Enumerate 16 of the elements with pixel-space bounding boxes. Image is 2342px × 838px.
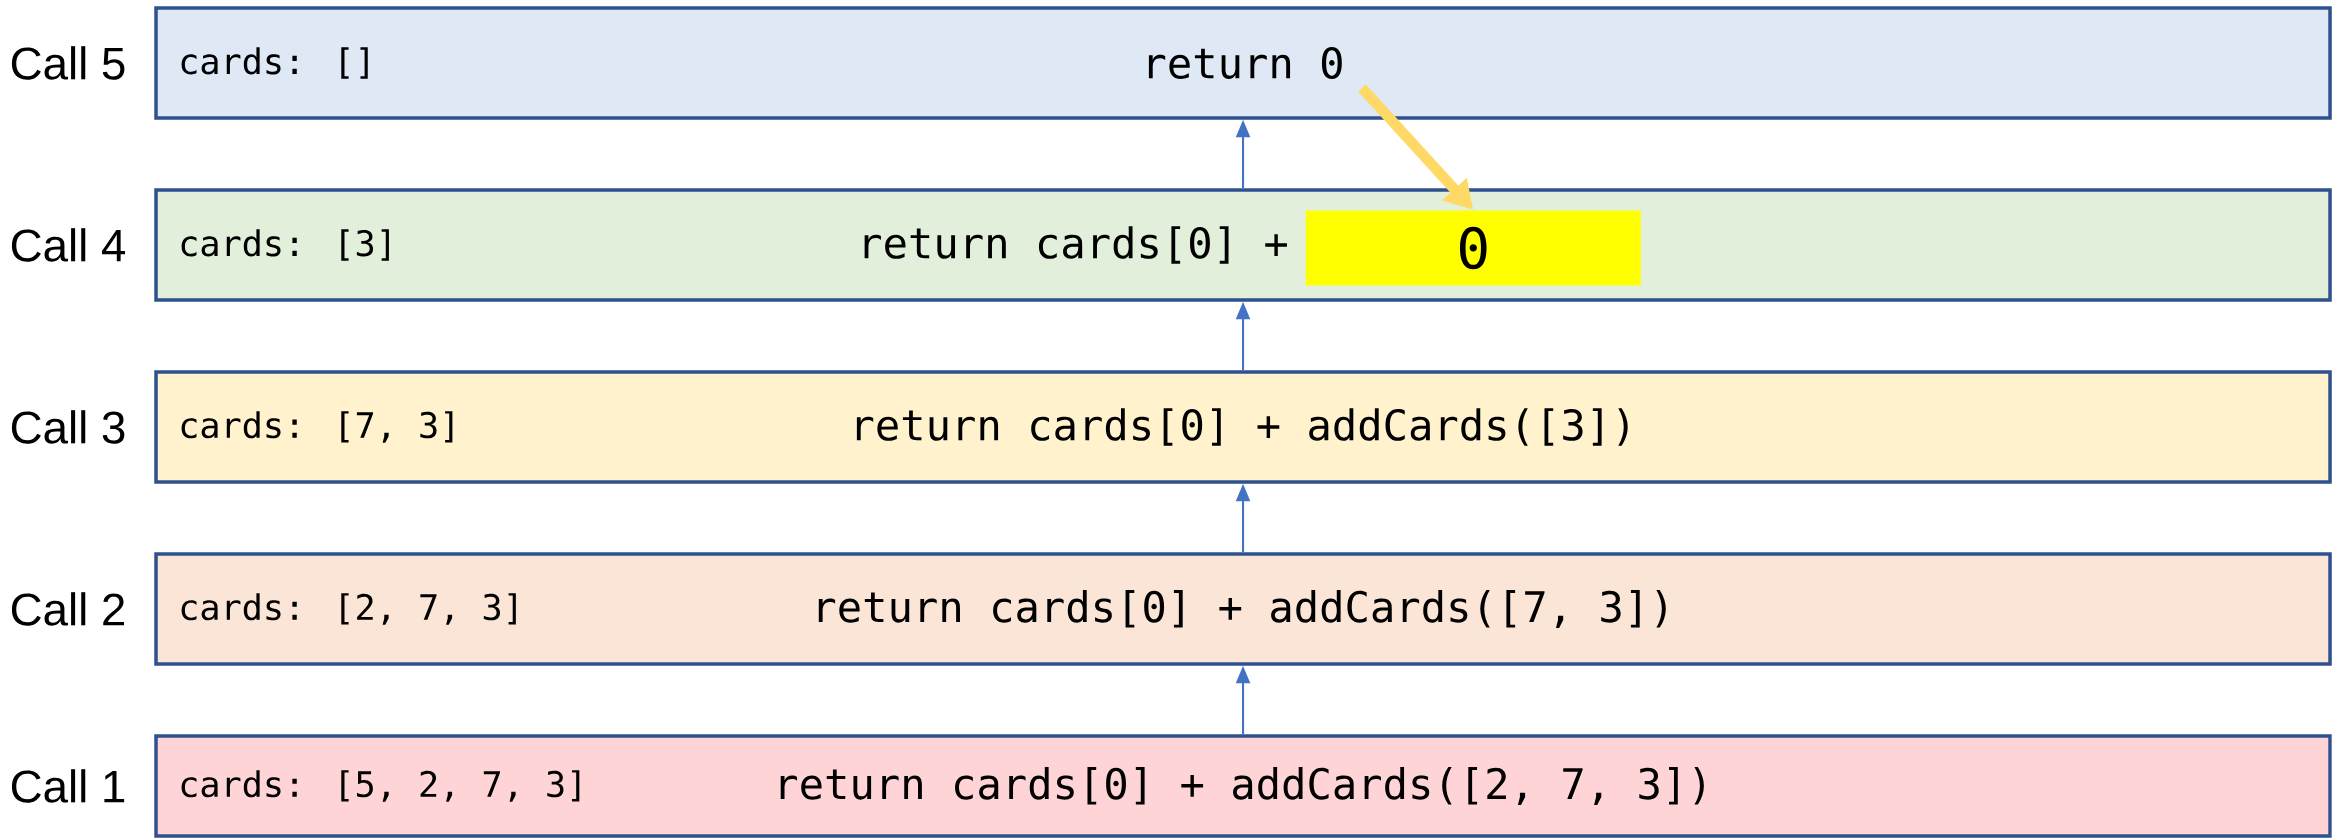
code-text: cards: [2, 7, 3] [181,593,516,625]
code-text: return cards[0] + [864,226,1287,264]
code-text: cards: [7, 3] [181,411,453,443]
code-text: cards: [5, 2, 7, 3] [181,770,580,802]
code-text: cards: [] [181,47,368,79]
call-label: Call 4 [11,228,126,262]
code-text: return cards[0] + addCards([2, 7, 3]) [780,767,1704,805]
call-label: Call 1 [11,769,125,803]
call-label: Call 5 [11,46,125,80]
call-label: Call 2 [11,592,125,626]
code-text: return cards[0] + addCards([3]) [856,408,1628,446]
call-label: Call 3 [11,410,125,444]
code-text: cards: [3] [181,229,389,261]
highlight-box: 0 [1305,210,1641,286]
code-text: return cards[0] + addCards([7, 3]) [818,590,1666,628]
code-text: return 0 [1148,47,1342,79]
